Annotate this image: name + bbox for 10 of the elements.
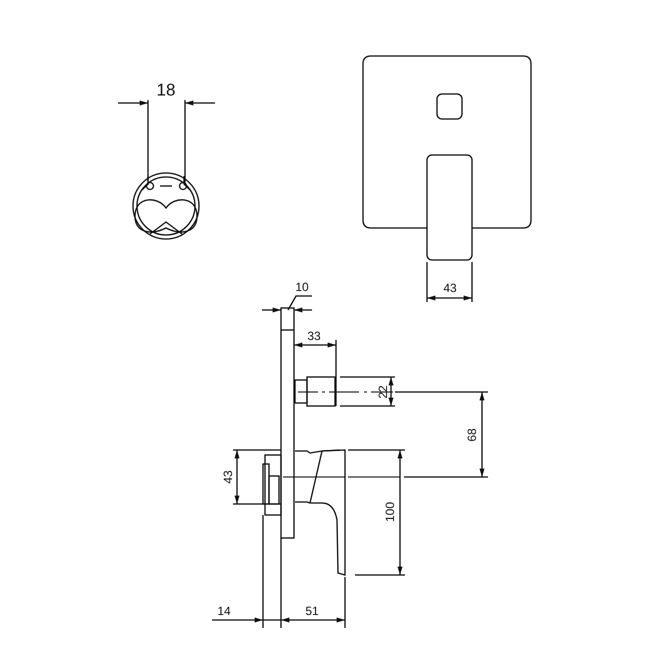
dimension-value: 51 — [305, 605, 319, 617]
dimension-value: 43 — [222, 470, 234, 484]
dimension-value: 22 — [377, 385, 389, 399]
dimension-value: 68 — [466, 428, 478, 442]
dimension-value: 100 — [384, 502, 396, 522]
dimension-value: 18 — [156, 82, 176, 98]
dimension-value: 33 — [307, 330, 321, 342]
dimension-value: 10 — [295, 281, 309, 293]
dimension-value: 14 — [217, 605, 231, 617]
dimension-value: 43 — [443, 282, 457, 294]
